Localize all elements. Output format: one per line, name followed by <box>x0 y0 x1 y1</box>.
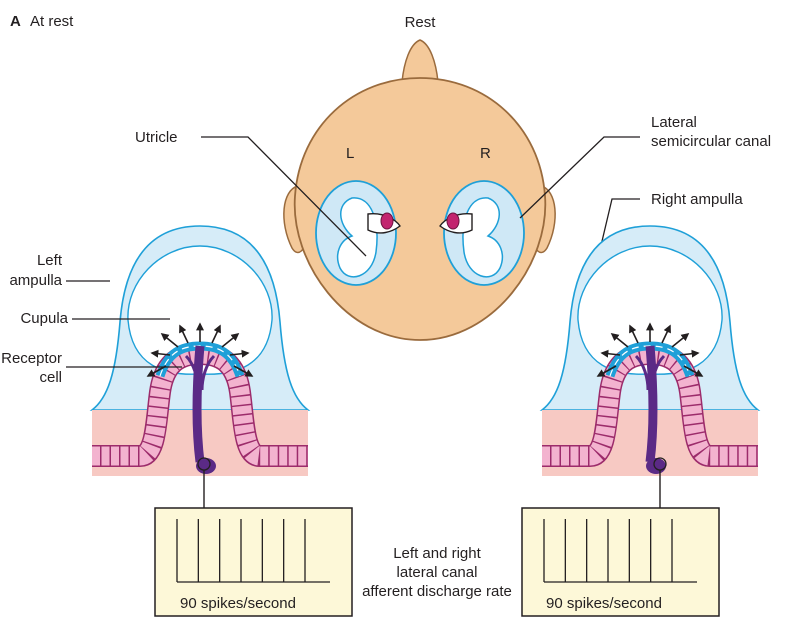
right-rate-label: 90 spikes/second <box>546 595 662 612</box>
head: Rest L R <box>284 14 555 340</box>
receptor-cell-label-2: cell <box>39 369 62 386</box>
right-recording: 90 spikes/second <box>522 508 719 616</box>
head-right-label: R <box>480 145 491 162</box>
cupula-label: Cupula <box>20 310 68 327</box>
caption-line-1: Left and right <box>393 545 481 562</box>
right-ampulla <box>542 226 758 508</box>
left-ampulla-label-1: Left <box>37 252 63 269</box>
panel-letter: A <box>10 13 21 30</box>
caption-line-2: lateral canal <box>397 564 478 581</box>
nose <box>402 40 438 82</box>
left-recording: 90 spikes/second <box>155 508 352 616</box>
lateral-canal-label-2: semicircular canal <box>651 133 771 150</box>
utricle-label: Utricle <box>135 129 178 146</box>
receptor-cell-label-1: Receptor <box>1 350 62 367</box>
left-ampulla-label-2: ampulla <box>9 272 62 289</box>
caption-line-3: afferent discharge rate <box>362 583 512 600</box>
head-left-label: L <box>346 145 354 162</box>
panel-title: At rest <box>30 13 74 30</box>
right-ampulla-label: Right ampulla <box>651 191 743 208</box>
left-rate-label: 90 spikes/second <box>180 595 296 612</box>
lateral-canal-label-1: Lateral <box>651 114 697 131</box>
head-state-label: Rest <box>405 14 437 31</box>
